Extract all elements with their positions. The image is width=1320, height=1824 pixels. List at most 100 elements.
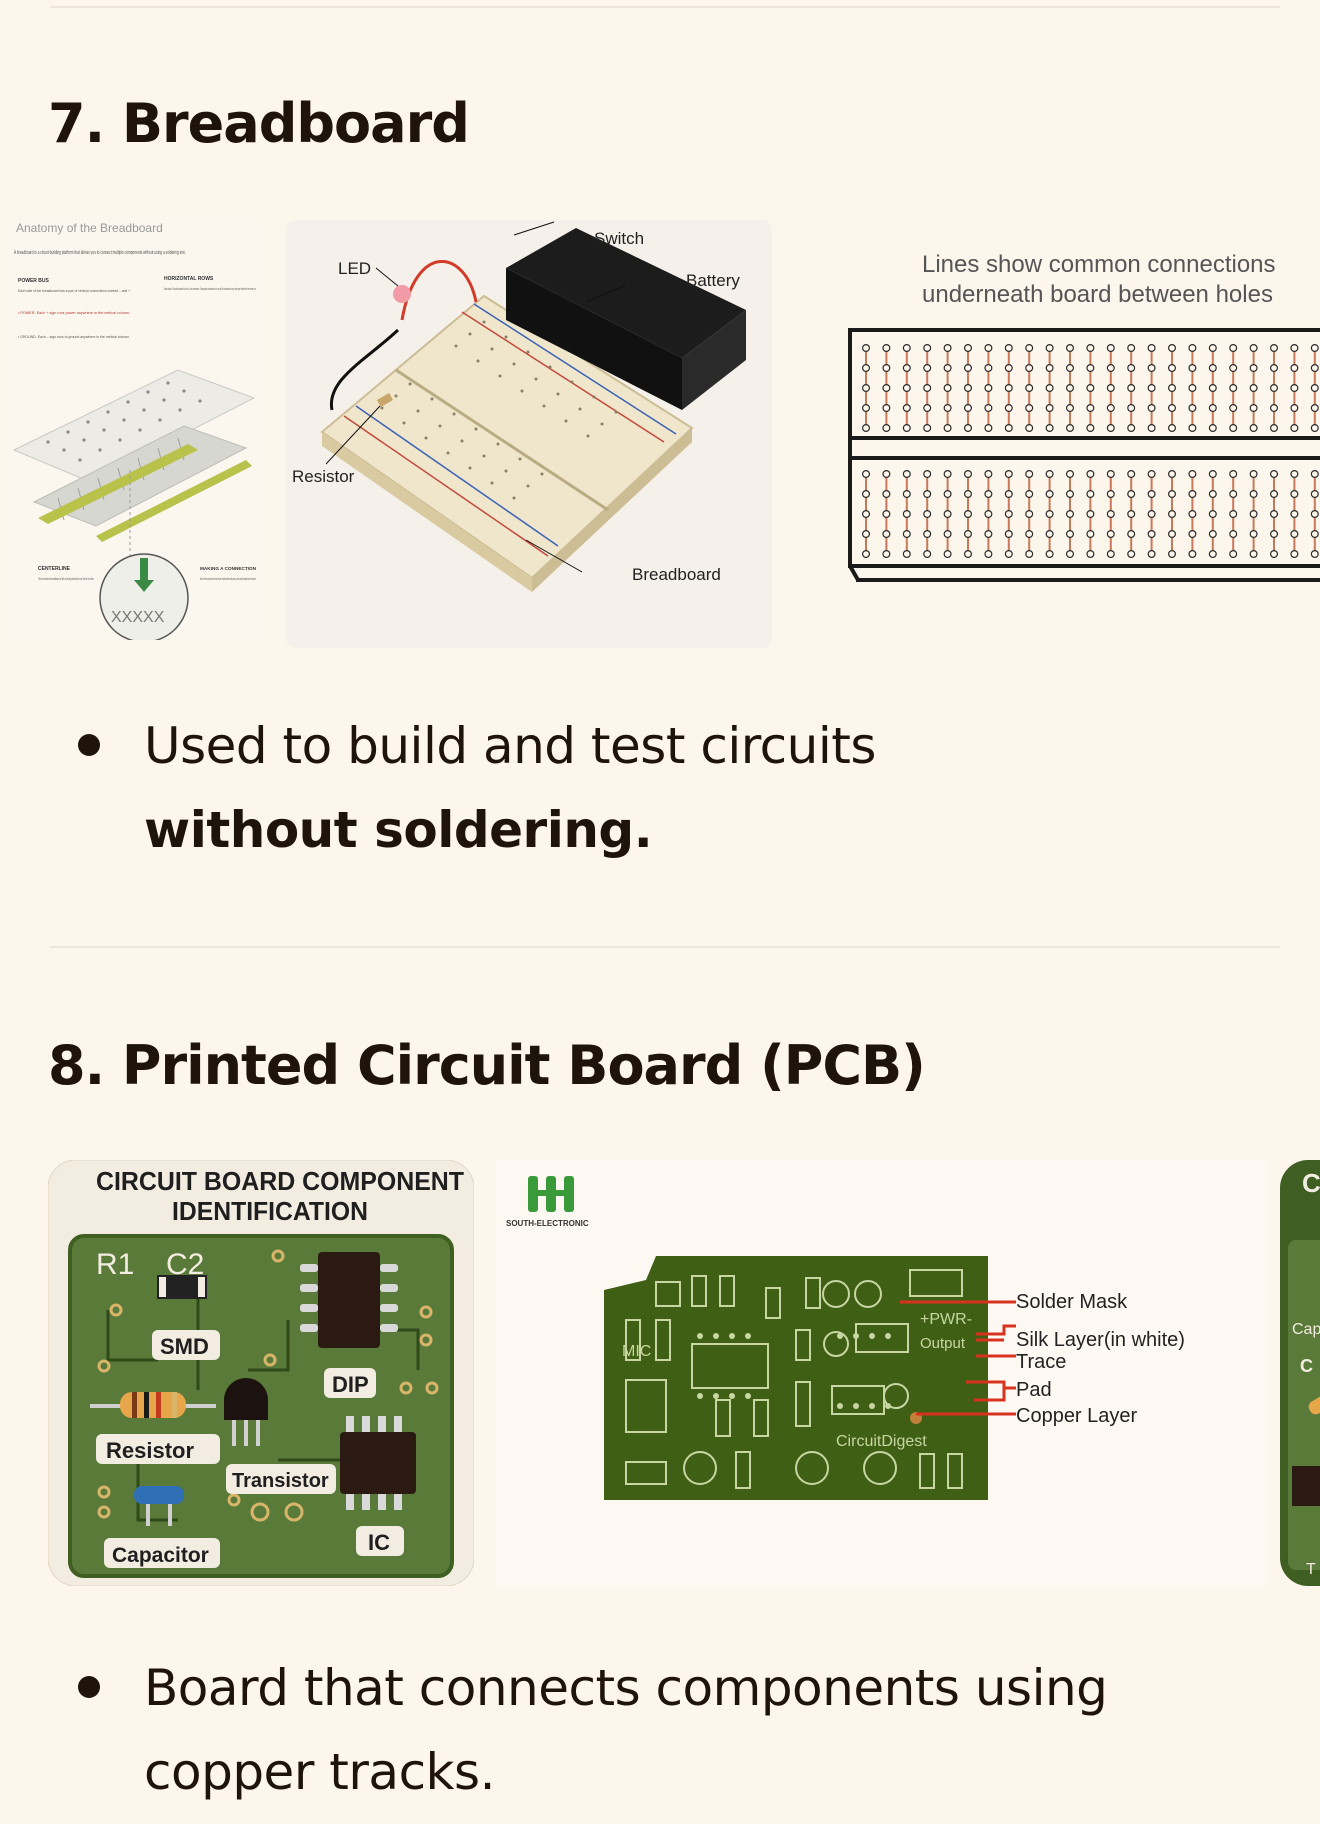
- breadboard-hole: [1188, 470, 1197, 479]
- breadboard-hole: [861, 343, 870, 352]
- making-connection-heading: MAKING A CONNECTION: [200, 566, 256, 571]
- diagram-caption-line1: Lines show common connections: [922, 251, 1276, 278]
- breadboard-hole: [882, 364, 891, 373]
- label-led: LED: [338, 259, 371, 278]
- breadboard-hole: [1290, 530, 1299, 539]
- breadboard-hole: [1086, 510, 1095, 519]
- breadboard-hole: [1168, 364, 1177, 373]
- breadboard-hole: [1208, 343, 1217, 352]
- breadboard-hole: [964, 384, 973, 393]
- breadboard-anatomy-image[interactable]: Anatomy of the Breadboard A breadboard i…: [8, 220, 260, 643]
- breadboard-hole: [1310, 384, 1319, 393]
- board-label-brand: CircuitDigest: [836, 1433, 927, 1450]
- breadboard-hole: [1127, 364, 1136, 373]
- breadboard-hole: [1168, 530, 1177, 539]
- breadboard-hole: [1066, 404, 1075, 413]
- breadboard-hole: [1025, 490, 1034, 499]
- breadboard-hole: [1290, 424, 1299, 433]
- breadboard-hole: [1168, 470, 1177, 479]
- breadboard-hole: [902, 510, 911, 519]
- breadboard-hole: [882, 343, 891, 352]
- power-bus-heading: POWER BUS: [18, 278, 50, 284]
- breadboard-hole: [882, 404, 891, 413]
- breadboard-hole: [1310, 550, 1319, 559]
- breadboard-hole: [1270, 404, 1279, 413]
- breadboard-hole: [1310, 364, 1319, 373]
- breadboard-hole: [1004, 530, 1013, 539]
- breadboard-hole: [1106, 550, 1115, 559]
- pcb-description: Board that connects components using cop…: [144, 1646, 1304, 1814]
- breadboard-hole: [1229, 550, 1238, 559]
- board-label-output: Output: [920, 1335, 966, 1352]
- breadboard-hole: [1188, 550, 1197, 559]
- breadboard-description-text: Used to build and test circuits: [144, 717, 876, 775]
- breadboard-hole: [964, 470, 973, 479]
- label-c2: C2: [166, 1248, 204, 1281]
- ground-label: • GROUND- Each – sign runs to ground any…: [18, 334, 130, 339]
- label-resistor: Resistor: [292, 467, 355, 486]
- breadboard-hole: [943, 550, 952, 559]
- breadboard-hole: [1127, 470, 1136, 479]
- breadboard-hole: [1127, 384, 1136, 393]
- breadboard-hole: [1310, 490, 1319, 499]
- breadboard-hole: [1168, 510, 1177, 519]
- breadboard-hole: [1106, 424, 1115, 433]
- breadboard-hole: [1147, 424, 1156, 433]
- breadboard-hole: [1045, 510, 1054, 519]
- pcb-layers-photo-image[interactable]: SOUTH-ELECTRONIC MIC +PWR- Output Circui…: [496, 1160, 1268, 1586]
- breadboard-hole: [1045, 530, 1054, 539]
- breadboard-hole: [923, 364, 932, 373]
- breadboard-hole: [1127, 343, 1136, 352]
- breadboard-hole: [1290, 470, 1299, 479]
- breadboard-hole: [882, 424, 891, 433]
- label-solder-mask: Solder Mask: [1016, 1291, 1128, 1313]
- breadboard-photo-image[interactable]: Switch LED Battery Resistor Breadboard: [286, 220, 772, 648]
- power-bus-text: Each side of the breadboard has a pair o…: [18, 288, 131, 293]
- partial-text-2: Cap: [1292, 1321, 1320, 1338]
- breadboard-hole: [1066, 343, 1075, 352]
- breadboard-hole: [984, 424, 993, 433]
- breadboard-hole: [1168, 424, 1177, 433]
- pcb-partial-image[interactable]: C Cap C T: [1278, 1160, 1320, 1586]
- breadboard-hole: [1168, 490, 1177, 499]
- breadboard-hole: [1249, 343, 1258, 352]
- breadboard-hole: [1004, 510, 1013, 519]
- breadboard-hole: [964, 424, 973, 433]
- breadboard-hole: [923, 510, 932, 519]
- breadboard-hole: [1106, 470, 1115, 479]
- breadboard-hole: [984, 470, 993, 479]
- breadboard-hole: [1106, 343, 1115, 352]
- breadboard-hole: [964, 550, 973, 559]
- breadboard-hole: [1147, 550, 1156, 559]
- breadboard-hole: [1168, 550, 1177, 559]
- breadboard-hole: [1290, 364, 1299, 373]
- breadboard-hole: [1086, 470, 1095, 479]
- breadboard-hole: [1270, 550, 1279, 559]
- pcb-component-identification-image[interactable]: CIRCUIT BOARD COMPONENT IDENTIFICATION: [47, 1159, 475, 1587]
- breadboard-hole: [1229, 510, 1238, 519]
- breadboard-hole: [902, 550, 911, 559]
- breadboard-hole: [923, 550, 932, 559]
- section-heading-breadboard: 7. Breadboard: [48, 92, 470, 155]
- breadboard-hole: [984, 530, 993, 539]
- breadboard-hole: [1127, 490, 1136, 499]
- breadboard-hole: [1045, 343, 1054, 352]
- breadboard-hole: [1249, 364, 1258, 373]
- breadboard-hole: [984, 404, 993, 413]
- breadboard-hole: [1188, 424, 1197, 433]
- breadboard-hole: [964, 343, 973, 352]
- breadboard-hole: [882, 550, 891, 559]
- breadboard-hole: [964, 510, 973, 519]
- breadboard-hole: [1249, 384, 1258, 393]
- breadboard-connections-diagram[interactable]: Lines show common connections underneath…: [796, 220, 1320, 650]
- breadboard-hole: [1229, 343, 1238, 352]
- breadboard-hole: [1168, 343, 1177, 352]
- breadboard-hole: [1249, 530, 1258, 539]
- breadboard-hole: [1147, 530, 1156, 539]
- breadboard-hole: [1229, 384, 1238, 393]
- label-resistor: Resistor: [106, 1438, 194, 1463]
- breadboard-hole: [1025, 510, 1034, 519]
- breadboard-hole: [923, 470, 932, 479]
- breadboard-hole: [943, 343, 952, 352]
- breadboard-hole: [943, 530, 952, 539]
